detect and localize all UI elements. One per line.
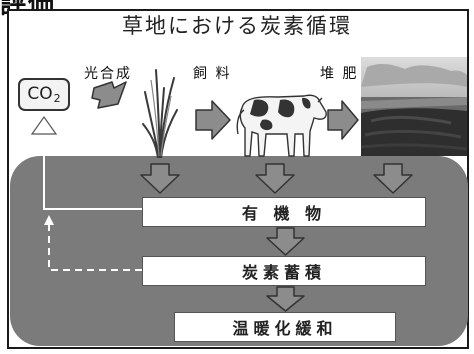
arrow-organic-to-storage [266,227,305,256]
arrow-storage-to-mitigation [266,286,305,312]
arrow-compost-down [373,163,413,194]
photosynthesis-label: 光合成 [84,66,132,82]
organic-matter-box: 有 機 物 [142,197,426,227]
arrow-co2-to-grass [91,81,127,109]
cow-icon [236,94,327,157]
page-title: 草地における炭素循環 [122,14,352,38]
carbon-storage-box: 炭素蓄積 [142,256,426,286]
co2-box: CO2 [18,78,70,111]
feed-label: 飼 料 [193,66,232,82]
mitigation-box: 温暖化緩和 [174,312,396,342]
arrow-cow-down [255,163,295,194]
manure-label: 堆 肥 [320,66,359,82]
arrow-grass-down [140,163,180,194]
return-arrowhead [30,115,58,135]
grass-icon [142,69,178,158]
dashed-arrowhead [44,215,54,225]
return-path-solid [43,134,142,210]
co2-label: CO2 [27,84,61,105]
arrow-grass-to-cow [195,100,231,140]
arrow-cow-to-compost [327,100,359,140]
return-path-dashed [48,222,142,271]
compost-field-icon [361,57,467,156]
